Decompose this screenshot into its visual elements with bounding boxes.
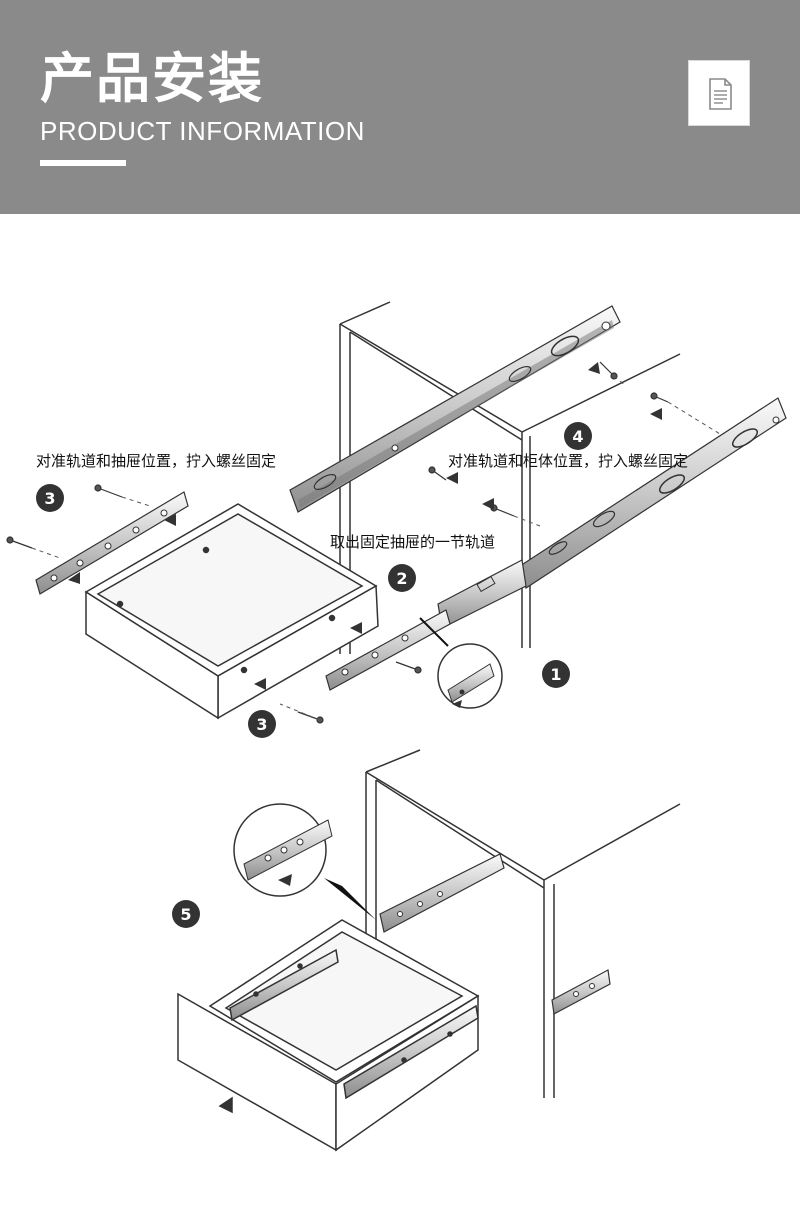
- step-3-badge: 3: [44, 489, 55, 508]
- step-4-badge: 4: [572, 427, 583, 446]
- drawer-bottom: [177, 919, 480, 1152]
- step-3b-badge: 3: [256, 715, 267, 734]
- step-5-badge-circle: [172, 900, 200, 928]
- cabinet-rails-bottom: [379, 853, 611, 1015]
- step-5-badge: 5: [180, 905, 191, 924]
- cabinet-align-label: 对准轨道和柜体位置，拧入螺丝固定: [448, 452, 689, 470]
- detail-magnifier-1: [419, 617, 503, 709]
- drawer-rail-member: [325, 609, 451, 691]
- title-underline: [40, 160, 126, 166]
- cabinet-rail-upper: [289, 305, 621, 513]
- header-banner: 产品安装 PRODUCT INFORMATION: [0, 0, 800, 214]
- drawer-top: [84, 503, 379, 720]
- installation-diagram: 3 3 2 4 1: [6, 301, 787, 1152]
- remove-rail-label: 取出固定抽屉的一节轨道: [330, 533, 496, 551]
- page-subtitle: PRODUCT INFORMATION: [40, 116, 365, 146]
- cabinet-bottom: [365, 749, 681, 1098]
- cabinet-rail-lower: [437, 397, 787, 629]
- document-button[interactable]: [688, 60, 750, 126]
- loose-rail-left: [35, 491, 189, 595]
- guide-lines: [31, 375, 721, 721]
- drawer-align-label: 对准轨道和抽屉位置，拧入螺丝固定: [36, 452, 277, 470]
- detail-magnifier-2: [233, 803, 376, 920]
- cabinet-top: [339, 301, 681, 654]
- step-badges-top: 3 3 2 4 1: [36, 422, 592, 738]
- step-2-badge: 2: [396, 569, 407, 588]
- document-icon: [709, 78, 732, 110]
- step-1-badge: 1: [550, 665, 561, 684]
- direction-arrows: [68, 362, 662, 690]
- page-title: 产品安装: [40, 47, 264, 110]
